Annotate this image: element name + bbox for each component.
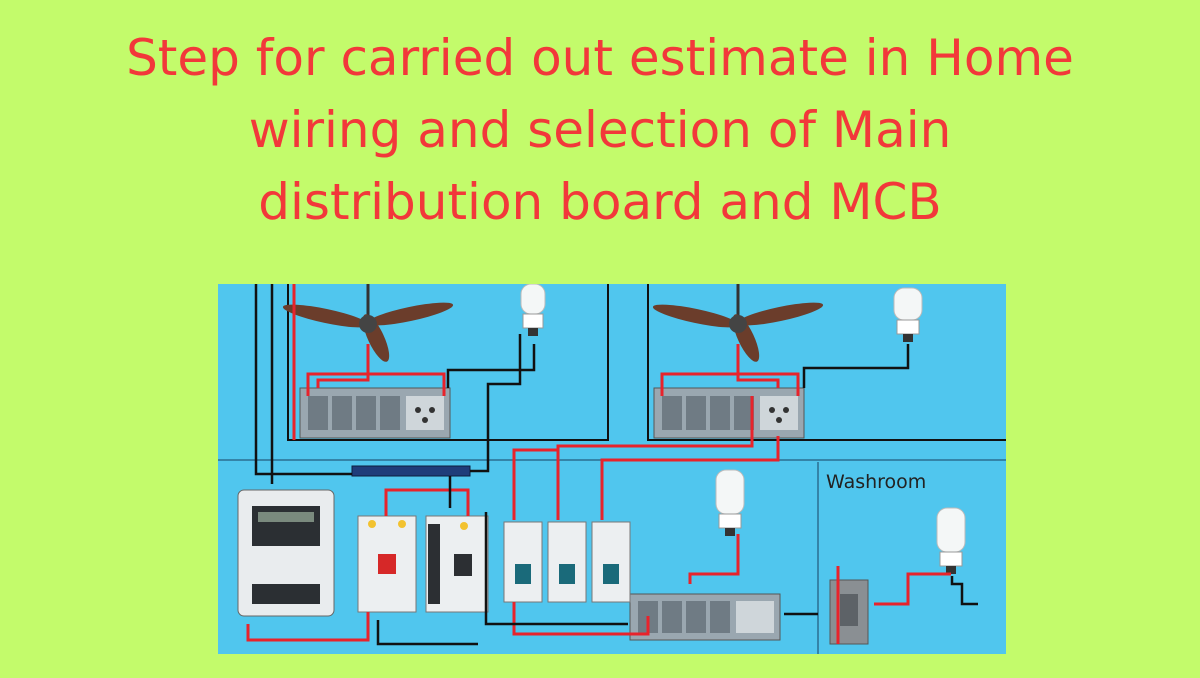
cfl-bulb-room1-icon (520, 284, 546, 336)
cfl-bulb-room2-icon (893, 287, 923, 342)
live-wires (246, 284, 951, 644)
switch-washroom (829, 579, 869, 645)
wiring-diagram: Washroom (218, 284, 1006, 654)
rccb (425, 515, 489, 613)
switchboard-room2 (653, 387, 805, 439)
switchboard-hall (629, 593, 781, 641)
page-title: Step for carried out estimate in Home wi… (0, 22, 1200, 238)
ceiling-fan-left-icon (282, 284, 454, 362)
title-line-1: Step for carried out estimate in Home (126, 29, 1074, 87)
cfl-bulb-hall-icon (715, 469, 745, 536)
ceiling-fan-right-icon (652, 284, 824, 362)
neutral-wires (254, 284, 978, 646)
title-line-3: distribution board and MCB (258, 173, 942, 231)
title-line-2: wiring and selection of Main (248, 101, 952, 159)
main-mcb (357, 515, 417, 613)
energy-meter-icon (237, 489, 335, 617)
cfl-bulb-washroom-icon (936, 507, 966, 574)
wiring-diagram-svg: Washroom (218, 284, 1006, 654)
mcb-circuit-1 (503, 521, 543, 603)
neutral-busbar (351, 465, 471, 477)
mcb-circuit-3 (591, 521, 631, 603)
room-label-washroom: Washroom (826, 471, 926, 493)
mcb-circuit-2 (547, 521, 587, 603)
switchboard-room1 (299, 387, 451, 439)
